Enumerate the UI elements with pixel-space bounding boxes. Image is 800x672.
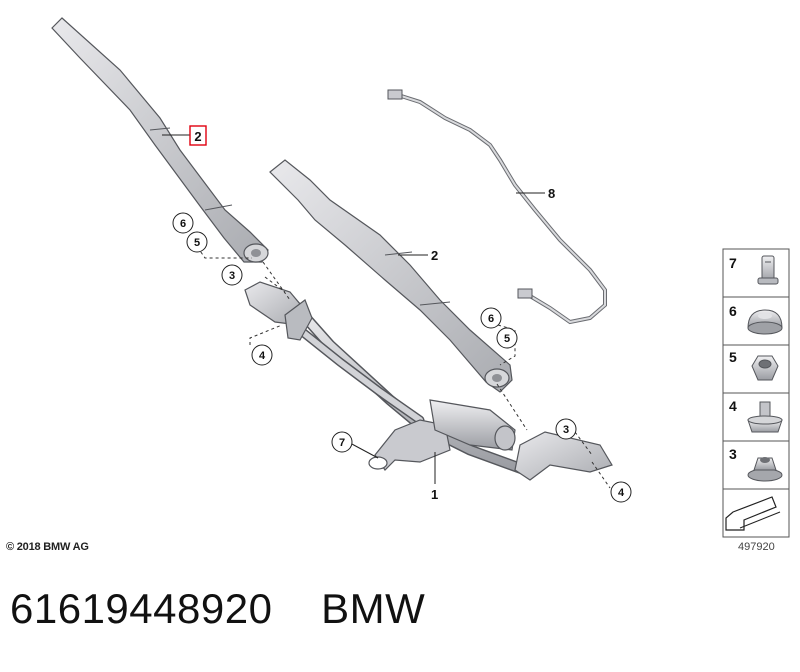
svg-text:5: 5 bbox=[194, 237, 200, 249]
circle-callout-right-3: 3 bbox=[555, 418, 577, 440]
brand-name: BMW bbox=[321, 585, 426, 632]
svg-text:5: 5 bbox=[729, 349, 737, 365]
circle-callout-left-4: 4 bbox=[251, 344, 273, 366]
circle-callout-left-5: 5 bbox=[186, 231, 208, 253]
part-number: 61619448920 bbox=[10, 585, 273, 632]
circle-callout-left-3: 3 bbox=[221, 264, 243, 286]
svg-text:6: 6 bbox=[180, 218, 186, 230]
svg-text:7: 7 bbox=[729, 255, 737, 271]
circle-callout-right-4: 4 bbox=[610, 481, 632, 503]
svg-text:5: 5 bbox=[504, 333, 510, 345]
reference-arrow-icon[interactable] bbox=[725, 496, 781, 531]
push-rivet-icon bbox=[757, 255, 779, 285]
circle-callout-bracket-7: 7 bbox=[331, 431, 353, 453]
svg-text:4: 4 bbox=[618, 487, 625, 499]
hex-nut-icon bbox=[751, 355, 779, 381]
circle-callout-right-6: 6 bbox=[480, 307, 502, 329]
solid-leader-lines bbox=[162, 134, 545, 484]
legend-item-4: 4 bbox=[729, 398, 783, 433]
callout-arm-left[interactable]: 2 bbox=[189, 125, 207, 146]
svg-text:2: 2 bbox=[194, 129, 201, 144]
wiper-arm-right bbox=[269, 159, 513, 393]
flange-nut-icon bbox=[747, 457, 783, 482]
washer-hose bbox=[387, 89, 607, 325]
legend-item-7: 7 bbox=[729, 255, 779, 285]
wiper-linkage bbox=[244, 281, 613, 481]
svg-text:7: 7 bbox=[339, 437, 345, 449]
wiper-arm-left bbox=[51, 17, 269, 263]
diagram-reference-number: 497920 bbox=[738, 541, 775, 553]
svg-text:6: 6 bbox=[488, 313, 494, 325]
callout-hose: 8 bbox=[548, 186, 555, 201]
circle-callout-left-6: 6 bbox=[172, 212, 194, 234]
svg-text:4: 4 bbox=[729, 398, 737, 414]
svg-text:3: 3 bbox=[563, 424, 569, 436]
part-number-line: 61619448920 BMW bbox=[10, 585, 425, 633]
cap-icon bbox=[747, 309, 783, 335]
copyright-text: © 2018 BMW AG bbox=[6, 541, 89, 553]
svg-text:3: 3 bbox=[729, 446, 737, 462]
circle-callout-right-5: 5 bbox=[496, 327, 518, 349]
svg-text:3: 3 bbox=[229, 270, 235, 282]
callout-linkage: 1 bbox=[431, 487, 438, 502]
legend-item-5: 5 bbox=[729, 349, 779, 381]
stud-nut-icon bbox=[747, 401, 783, 433]
legend-panel: 7 6 5 4 bbox=[722, 248, 790, 538]
legend-item-6: 6 bbox=[729, 303, 783, 335]
svg-text:4: 4 bbox=[259, 350, 266, 362]
svg-text:6: 6 bbox=[729, 303, 737, 319]
legend-item-3: 3 bbox=[729, 446, 783, 482]
callout-arm-right: 2 bbox=[431, 248, 438, 263]
